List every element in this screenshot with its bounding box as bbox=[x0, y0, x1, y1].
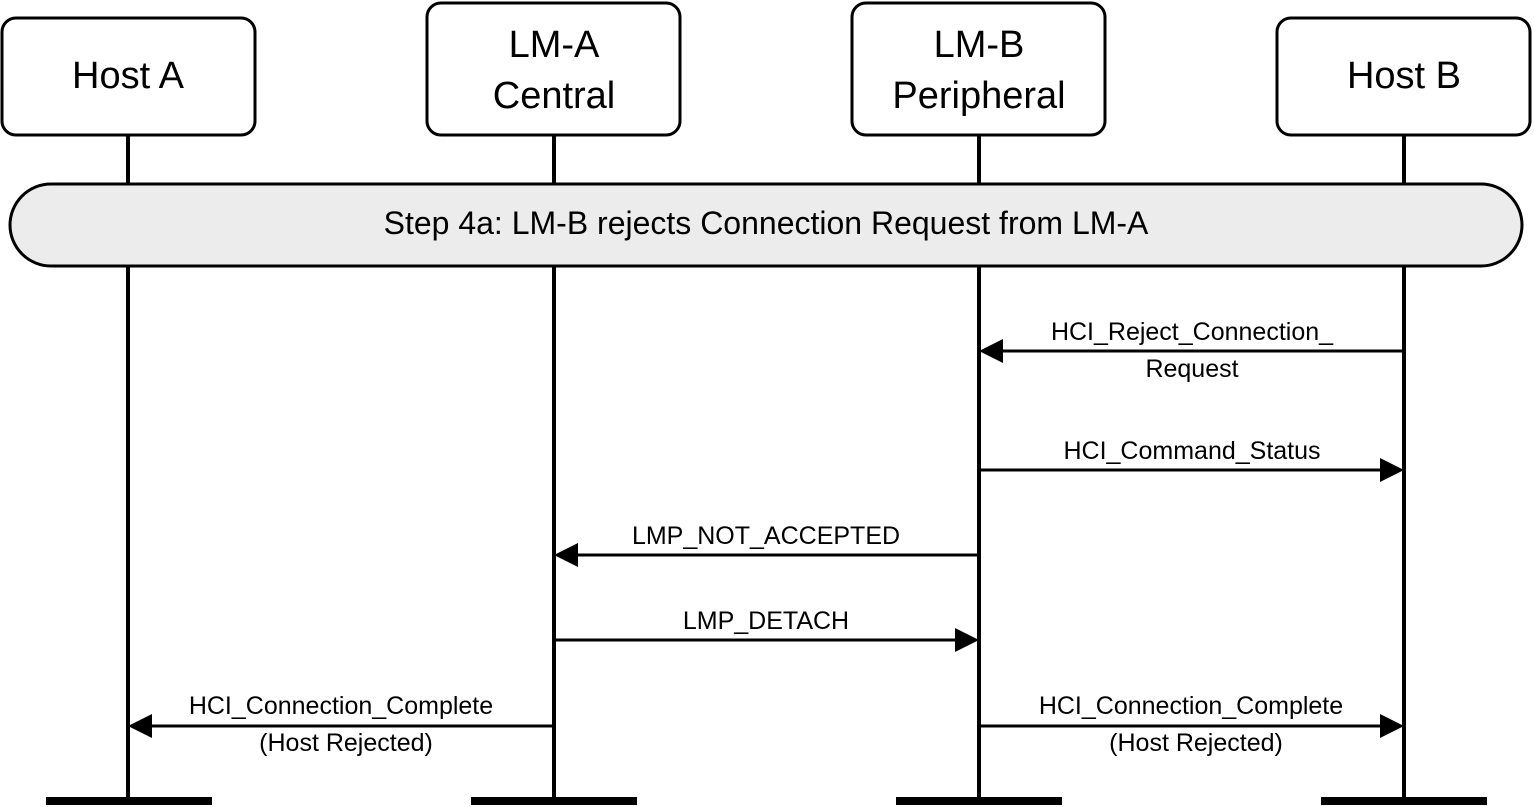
message-hci-connection-complete-host-b: HCI_Connection_Complete (Host Rejected) bbox=[979, 692, 1404, 757]
step-band: Step 4a: LM-B rejects Connection Request… bbox=[8, 182, 1524, 268]
message-label-line2: Request bbox=[1145, 355, 1238, 383]
participant-host-b-label: Host B bbox=[1347, 55, 1461, 97]
arrowhead-right bbox=[1380, 714, 1404, 738]
message-label: LMP_NOT_ACCEPTED bbox=[632, 522, 900, 550]
participant-lm-a-central: LM-A Central bbox=[425, 1, 682, 137]
message-label-line1: HCI_Reject_Connection_ bbox=[1051, 318, 1334, 346]
message-label-line2: (Host Rejected) bbox=[1109, 729, 1283, 757]
participant-lm-a-label-line1: LM-A bbox=[509, 24, 600, 66]
message-lmp-not-accepted: LMP_NOT_ACCEPTED bbox=[554, 522, 979, 567]
participant-lm-a-label-line2: Central bbox=[493, 75, 616, 117]
message-label-line2: (Host Rejected) bbox=[259, 729, 433, 757]
participant-lm-b-label-line1: LM-B bbox=[934, 24, 1025, 66]
participant-lm-b-label-line2: Peripheral bbox=[892, 75, 1065, 117]
message-label-line1: HCI_Connection_Complete bbox=[189, 692, 493, 720]
arrowhead-left bbox=[554, 543, 578, 567]
step-band-label: Step 4a: LM-B rejects Connection Request… bbox=[384, 205, 1149, 241]
message-label-line1: HCI_Connection_Complete bbox=[1039, 692, 1343, 720]
message-hci-command-status: HCI_Command_Status bbox=[979, 437, 1404, 482]
message-label: HCI_Command_Status bbox=[1063, 437, 1320, 465]
message-lmp-detach: LMP_DETACH bbox=[554, 607, 979, 652]
message-label: LMP_DETACH bbox=[683, 607, 849, 635]
arrowhead-right bbox=[1380, 458, 1404, 482]
arrowhead-left bbox=[979, 339, 1003, 363]
participant-host-b: Host B bbox=[1275, 16, 1532, 137]
participant-host-a-label: Host A bbox=[72, 55, 185, 97]
message-hci-connection-complete-host-a: HCI_Connection_Complete (Host Rejected) bbox=[128, 692, 554, 757]
message-hci-reject-connection-request: HCI_Reject_Connection_ Request bbox=[979, 318, 1404, 383]
participant-lm-b-peripheral: LM-B Peripheral bbox=[850, 1, 1107, 137]
arrowhead-right bbox=[955, 628, 979, 652]
participant-host-a: Host A bbox=[0, 16, 257, 137]
arrowhead-left bbox=[128, 714, 152, 738]
